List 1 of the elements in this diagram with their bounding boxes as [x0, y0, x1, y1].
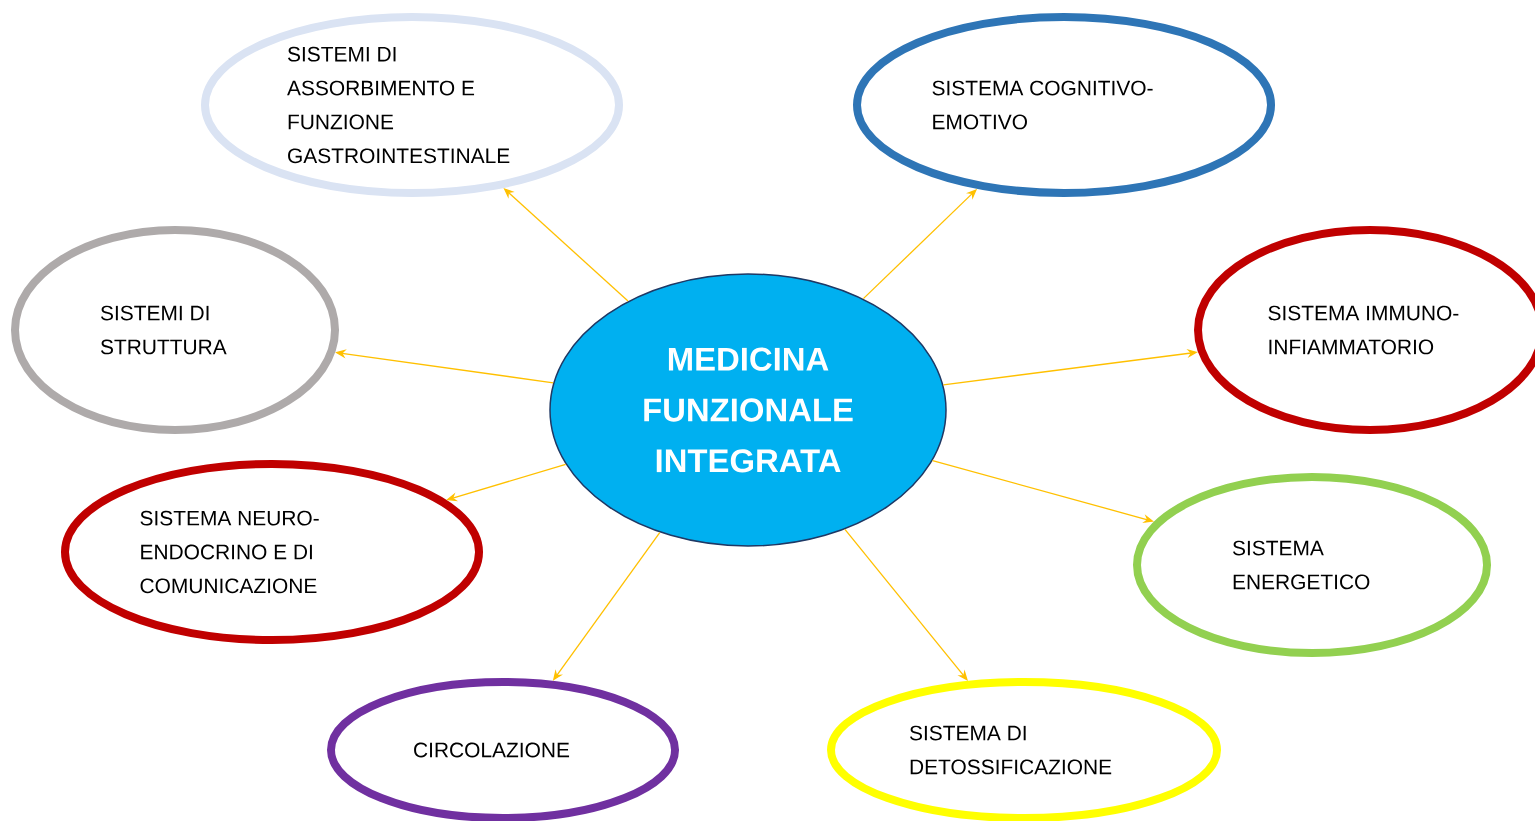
- arrow: [844, 528, 968, 681]
